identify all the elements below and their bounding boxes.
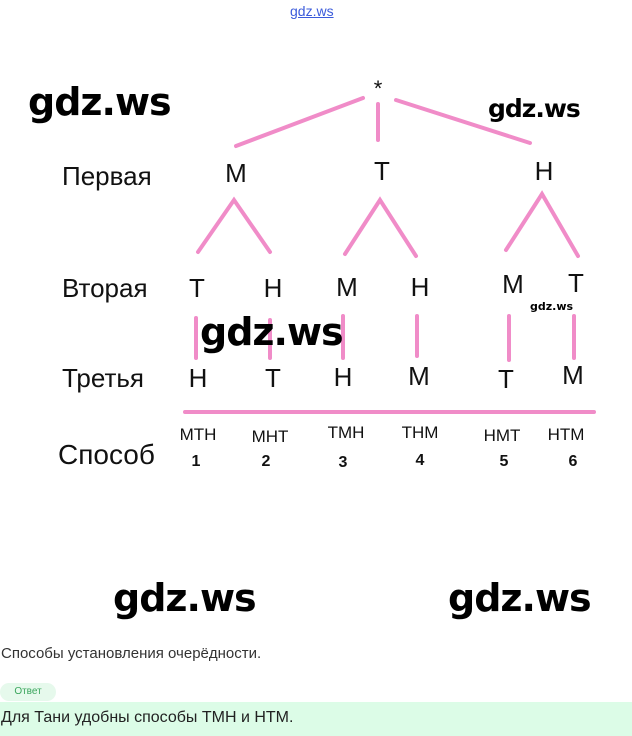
figure-caption: Способы установления очерёдности. — [1, 645, 262, 662]
root-node: * — [374, 76, 383, 101]
edge — [343, 196, 418, 258]
way-label: НТМ — [548, 425, 585, 444]
level3-node: Т — [265, 363, 281, 393]
way-label: ТМН — [328, 423, 365, 442]
way-label: НМТ — [484, 426, 521, 445]
row-label-first: Первая — [62, 161, 152, 191]
watermark: gdz.ws — [200, 310, 344, 354]
way-number: 5 — [500, 453, 509, 470]
tree-diagram: * Первая Вторая Третья Способ М Т Н Т Н … — [58, 76, 596, 471]
watermark: gdz.ws — [113, 576, 257, 620]
way-number: 3 — [339, 454, 348, 471]
level3-node: Н — [334, 362, 353, 392]
edge — [234, 96, 365, 148]
way-number: 1 — [192, 453, 201, 470]
way-number: 6 — [569, 453, 578, 470]
edge — [394, 98, 532, 145]
level1-node: Н — [535, 156, 554, 186]
level3-node: Т — [498, 364, 514, 394]
watermark: gdz.ws — [530, 300, 574, 313]
way-number: 2 — [262, 453, 271, 470]
watermark: gdz.ws — [488, 94, 581, 123]
row-label-second: Вторая — [62, 273, 148, 303]
answer-badge: Ответ — [0, 683, 56, 701]
level1-node: Т — [374, 156, 390, 186]
level3-node: М — [562, 360, 584, 390]
level2-node: М — [336, 272, 358, 302]
level2-node: Т — [568, 268, 584, 298]
answer-text: Для Тани удобны способы ТМН и НТМ. — [1, 709, 294, 726]
way-label: ТНМ — [402, 423, 439, 442]
watermark: gdz.ws — [28, 80, 172, 124]
way-number: 4 — [416, 452, 425, 469]
level2-node: Н — [411, 272, 430, 302]
level3-node: Н — [189, 363, 208, 393]
site-link[interactable]: gdz.ws — [290, 3, 334, 19]
way-label: МНТ — [252, 427, 289, 446]
level3-node: М — [408, 361, 430, 391]
level2-node: Н — [264, 273, 283, 303]
row-label-way: Способ — [58, 439, 155, 470]
level2-node: Т — [189, 273, 205, 303]
row-label-third: Третья — [62, 363, 144, 393]
way-label: МТН — [180, 425, 217, 444]
watermark: gdz.ws — [448, 576, 592, 620]
level2-node: М — [502, 269, 524, 299]
level1-node: М — [225, 158, 247, 188]
edge — [504, 190, 580, 258]
edge — [196, 196, 272, 254]
tree-lines — [183, 96, 596, 414]
answer-panel — [0, 702, 632, 736]
